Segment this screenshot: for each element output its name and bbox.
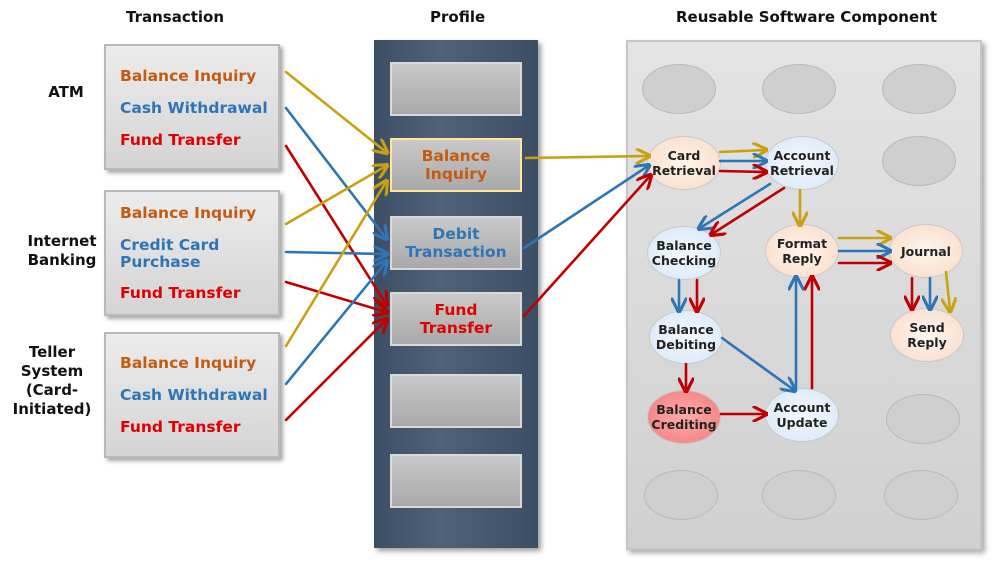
- component-slot-empty: [886, 394, 960, 444]
- transaction-item[interactable]: Balance Inquiry: [120, 67, 257, 85]
- profile-debit-transaction[interactable]: Debit Transaction: [390, 216, 522, 270]
- arrow-profile-debit-to-card: [522, 166, 648, 250]
- component-slot-empty: [884, 470, 958, 520]
- arrow-profile-fund-to-card: [522, 176, 650, 318]
- transaction-item[interactable]: Cash Withdrawal: [120, 386, 268, 404]
- transaction-box-teller: Balance Inquiry Cash Withdrawal Fund Tra…: [104, 332, 280, 458]
- component-header: Reusable Software Component: [676, 8, 937, 26]
- component-card-retrieval[interactable]: Card Retrieval: [647, 136, 721, 190]
- profile-slot-empty: [390, 454, 522, 508]
- arrow-account-to-balance-checking-red: [712, 186, 786, 234]
- transaction-item[interactable]: Fund Transfer: [120, 284, 241, 302]
- component-slot-empty: [644, 470, 718, 520]
- arrow-internet-balance-inquiry: [284, 166, 386, 226]
- arrow-teller-balance-inquiry: [284, 182, 386, 348]
- arrow-card-to-account-red: [718, 171, 765, 172]
- component-slot-empty: [762, 470, 836, 520]
- transaction-item[interactable]: Balance Inquiry: [120, 354, 257, 372]
- source-label-internet-banking: Internet Banking: [27, 232, 97, 269]
- transaction-item[interactable]: Cash Withdrawal: [120, 99, 268, 117]
- arrow-atm-fund-transfer: [284, 144, 386, 304]
- arrow-account-to-balance-checking-blue: [700, 182, 772, 228]
- source-label-teller-system: Teller System (Card- Initiated): [12, 343, 92, 418]
- source-label-atm: ATM: [48, 83, 84, 101]
- transaction-item[interactable]: Balance Inquiry: [120, 204, 257, 222]
- component-journal[interactable]: Journal: [889, 224, 963, 278]
- component-balance-crediting[interactable]: Balance Crediting: [647, 390, 721, 444]
- component-slot-empty: [642, 64, 716, 114]
- profile-header: Profile: [430, 8, 486, 26]
- arrow-card-to-account-gold: [718, 150, 765, 152]
- profile-balance-inquiry[interactable]: Balance Inquiry: [390, 138, 522, 192]
- component-balance-debiting[interactable]: Balance Debiting: [649, 310, 723, 364]
- profile-panel: Balance Inquiry Debit Transaction Fund T…: [374, 40, 538, 548]
- arrow-profile-balance-to-card: [524, 156, 648, 158]
- profile-slot-empty: [390, 62, 522, 116]
- profile-fund-transfer[interactable]: Fund Transfer: [390, 292, 522, 346]
- profile-slot-empty: [390, 374, 522, 428]
- transaction-header: Transaction: [126, 8, 225, 26]
- arrow-atm-cash-withdrawal: [284, 106, 386, 238]
- component-slot-empty: [882, 64, 956, 114]
- component-slot-empty: [762, 64, 836, 114]
- transaction-item[interactable]: Fund Transfer: [120, 131, 241, 149]
- arrow-teller-fund-transfer: [284, 320, 386, 422]
- arrow-internet-credit-card: [284, 252, 386, 254]
- transaction-box-internet-banking: Balance Inquiry Credit Card Purchase Fun…: [104, 190, 280, 316]
- arrow-internet-fund-transfer: [284, 280, 386, 312]
- transaction-item[interactable]: Fund Transfer: [120, 418, 241, 436]
- transaction-item[interactable]: Credit Card Purchase: [120, 236, 220, 271]
- arrow-journal-to-send-gold: [946, 270, 950, 310]
- component-send-reply[interactable]: Send Reply: [890, 308, 964, 362]
- arrow-debiting-to-account-update: [720, 336, 794, 390]
- arrow-teller-cash-withdrawal: [284, 262, 386, 386]
- transaction-box-atm: Balance Inquiry Cash Withdrawal Fund Tra…: [104, 44, 280, 170]
- component-panel: [626, 40, 982, 550]
- arrow-atm-balance-inquiry: [284, 70, 386, 152]
- component-slot-empty: [882, 136, 956, 186]
